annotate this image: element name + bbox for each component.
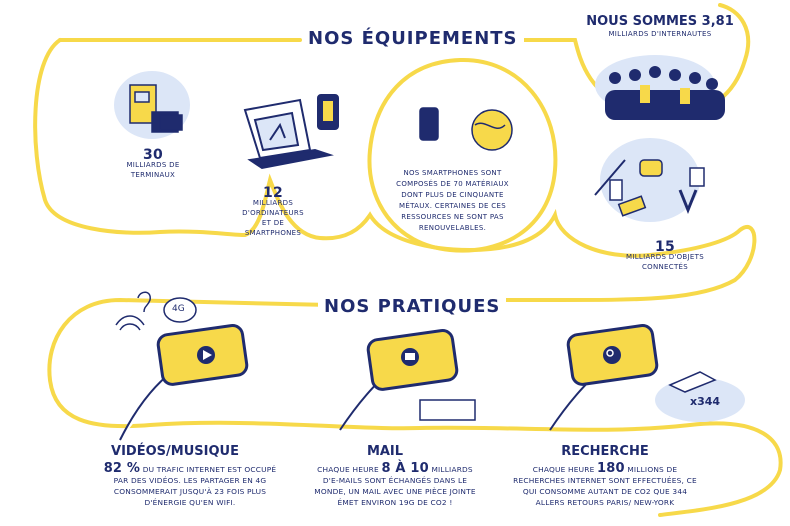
recherche-description: MILLIONS DE RECHERCHES INTERNET SONT EFF…	[513, 465, 697, 507]
practices-title: NOS PRATIQUES	[318, 296, 507, 317]
wifi-icon	[115, 315, 145, 331]
videos-value: 82 %	[103, 461, 141, 476]
mail-value: 8 À 10	[381, 461, 429, 476]
mail-phone-icon	[339, 329, 476, 431]
terminaux-value: 30	[142, 147, 164, 163]
equipment-title: NOS ÉQUIPEMENTS	[302, 28, 524, 49]
mail-description: MILLIARDS D'E-MAILS SONT ÉCHANGÉS DANS L…	[314, 465, 476, 507]
ordinateurs-stat: 12 MILLIARDS D'ORDINATEURS ET DE SMARTPH…	[238, 185, 308, 238]
video-phone-icon	[119, 324, 249, 441]
mail-heading: MAIL	[366, 444, 404, 459]
objets-label: MILLIARDS D'OBJETS CONNECTÉS	[626, 253, 704, 271]
smartphones-note: NOS SMARTPHONES SONT COMPOSÉS DE 70 MATÉ…	[396, 169, 509, 232]
signal-4g-label: 4G	[172, 304, 185, 314]
x344-label: x344	[690, 395, 721, 408]
atm-icon	[129, 84, 183, 133]
recherche-value: 180	[597, 461, 625, 476]
question-mark-icon	[137, 291, 151, 313]
terminaux-stat: 30 MILLIARDS DE TERMINAUX	[118, 147, 188, 180]
mail-text: CHAQUE HEURE 8 À 10 MILLIARDS D'E-MAILS …	[310, 461, 480, 508]
yellow-path-lower	[47, 297, 783, 517]
yellow-circle	[367, 57, 558, 253]
recherche-text: CHAQUE HEURE 180 MILLIONS DE RECHERCHES …	[510, 461, 700, 508]
recherche-pre: CHAQUE HEURE	[532, 465, 595, 474]
internautes-stat: NOUS SOMMES 3,81 MILLIARDS D'INTERNAUTES	[585, 14, 735, 39]
mail-pre: CHAQUE HEURE	[317, 465, 379, 474]
objets-value: 15	[654, 239, 676, 255]
videos-description: DU TRAFIC INTERNET EST OCCUPÉ PAR DES VI…	[113, 465, 277, 507]
phone-earth-icon	[419, 107, 513, 151]
yellow-path-line	[33, 38, 757, 302]
people-illustration	[605, 66, 725, 120]
signal-4g-bubble	[163, 297, 197, 323]
videos-text: 82 % DU TRAFIC INTERNET EST OCCUPÉ PAR D…	[100, 461, 280, 508]
terminaux-label: MILLIARDS DE TERMINAUX	[126, 161, 180, 179]
internautes-prefix: NOUS SOMMES	[586, 14, 698, 29]
connected-objects-icons	[594, 159, 705, 217]
ordinateurs-label: MILLIARDS D'ORDINATEURS ET DE SMARTPHONE…	[242, 199, 304, 237]
videos-heading: VIDÉOS/MUSIQUE	[111, 444, 239, 459]
objects-blob	[600, 138, 700, 222]
search-phone-icon	[549, 324, 717, 431]
smartphone-icon	[317, 94, 339, 130]
recherche-heading: RECHERCHE	[561, 444, 649, 459]
internautes-value: 3,81	[701, 14, 734, 29]
internautes-label: MILLIARDS D'INTERNAUTES	[608, 30, 712, 38]
objets-stat: 15 MILLIARDS D'OBJETS CONNECTÉS	[625, 239, 705, 272]
ordinateurs-value: 12	[262, 185, 284, 201]
laptop-icon	[243, 98, 334, 170]
